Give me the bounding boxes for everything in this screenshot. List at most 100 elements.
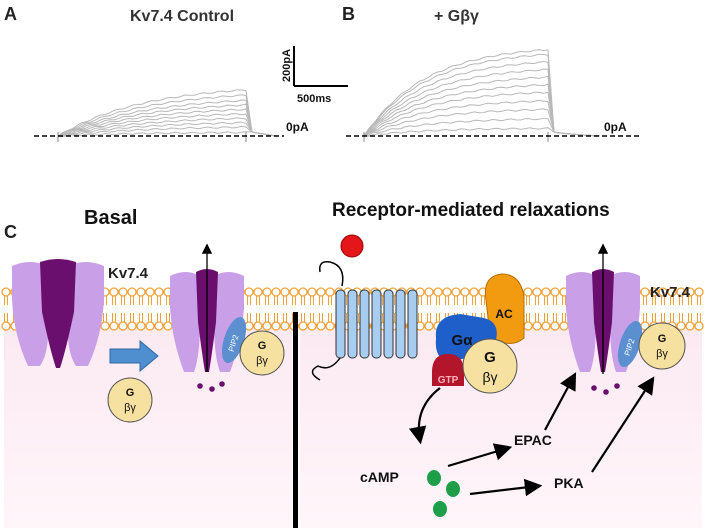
lipid-tail: [436, 296, 440, 305]
lipid-head: [145, 287, 155, 297]
lipid-head: [127, 287, 137, 297]
lipid-head: [163, 321, 173, 331]
lipid-head: [451, 287, 461, 297]
lipid-head: [262, 287, 272, 297]
lipid-head: [253, 321, 263, 331]
lipid-tail: [148, 313, 152, 322]
lipid-tail: [661, 313, 665, 322]
lipid-tail: [4, 313, 8, 322]
gbg-bound-receptor-bg: βγ: [656, 348, 668, 360]
camp-label: cAMP: [360, 469, 399, 485]
panel-b-letter: B: [342, 4, 355, 24]
lipid-head: [1, 321, 11, 331]
traces-b: [363, 49, 601, 142]
ac-label: AC: [495, 307, 513, 321]
lipid-tail: [247, 313, 251, 322]
lipid-head: [460, 287, 470, 297]
epac-label: EPAC: [514, 432, 552, 448]
lipid-head: [559, 321, 569, 331]
lipid-tail: [697, 313, 701, 322]
panel-divider: [293, 312, 298, 528]
lipid-tail: [427, 296, 431, 305]
current-trace: [57, 89, 277, 138]
lipid-tail: [535, 296, 539, 305]
lipid-head: [136, 287, 146, 297]
lipid-tail: [310, 313, 314, 322]
scale-bar: [293, 46, 348, 87]
lipid-tail: [661, 296, 665, 305]
gbg-bound-receptor-g: G: [658, 333, 667, 345]
lipid-tail: [688, 296, 692, 305]
lipid-head: [676, 321, 686, 331]
lipid-tail: [688, 313, 692, 322]
pip2-receptor: [617, 320, 643, 368]
lipid-tail: [463, 296, 467, 305]
lipid-head: [100, 321, 110, 331]
lipid-tail: [283, 296, 287, 305]
gbetagamma-bound-basal: [239, 330, 285, 376]
gtp-label: GTP: [438, 375, 459, 386]
lipid-tail: [166, 313, 170, 322]
lipid-tail: [292, 296, 296, 305]
arrow-camp-pka: [469, 478, 543, 497]
panel-a-title: Kv7.4 Control: [130, 8, 234, 25]
lipid-tail: [256, 313, 260, 322]
basal-title: Basal: [84, 207, 137, 229]
arrow-pka-kv74: [591, 376, 655, 473]
lipid-tail: [481, 296, 485, 305]
lipid-tail: [454, 296, 458, 305]
lipid-head: [649, 287, 659, 297]
lipid-tail: [121, 313, 125, 322]
lipid-tail: [418, 296, 422, 305]
lipid-tail: [670, 313, 674, 322]
lipid-head: [685, 321, 695, 331]
lipid-head: [244, 321, 254, 331]
receptor-title: Receptor-mediated relaxations: [332, 200, 610, 221]
lipid-tail: [130, 313, 134, 322]
kv74-channel-open-receptor: [566, 269, 640, 372]
lipid-head: [532, 321, 542, 331]
lipid-head: [325, 287, 335, 297]
lipid-tail: [112, 313, 116, 322]
lipid-head: [280, 321, 290, 331]
lipid-head: [676, 287, 686, 297]
gbg-bound-basal-g: G: [258, 340, 267, 352]
gpcr-receptor: [311, 260, 418, 381]
lipid-tail: [535, 313, 539, 322]
lipid-head: [694, 321, 704, 331]
lipid-head: [244, 287, 254, 297]
lipid-head: [469, 287, 479, 297]
lipid-head: [532, 287, 542, 297]
gbg-receptor-g: G: [484, 349, 496, 366]
lipid-tail: [562, 296, 566, 305]
kv74-channel-closed: [12, 259, 104, 368]
lipid-head: [154, 287, 164, 297]
scale-bar-time-label: 500ms: [297, 93, 331, 105]
zero-label-b: 0pA: [604, 120, 627, 134]
lipid-head: [442, 287, 452, 297]
lipid-tail: [319, 296, 323, 305]
kv74-label-basal: Kv7.4: [108, 265, 149, 282]
lipid-head: [109, 287, 119, 297]
gtp: [432, 354, 464, 386]
scale-bar-current-label: 200pA: [281, 49, 293, 82]
lipid-head: [118, 287, 128, 297]
lipid-tail: [301, 313, 305, 322]
lipid-tail: [310, 296, 314, 305]
lipid-tail: [283, 313, 287, 322]
lipid-tail: [4, 296, 8, 305]
k-ions-basal: [197, 381, 225, 392]
gbetagamma-bound-receptor: [638, 322, 686, 370]
lipid-head: [316, 287, 326, 297]
lipid-tail: [274, 296, 278, 305]
gbetagamma-free: [107, 377, 153, 423]
lipid-tail: [139, 296, 143, 305]
lipid-head: [550, 287, 560, 297]
gbg-receptor-bg: βγ: [482, 369, 497, 385]
traces-a: [57, 89, 277, 142]
lipid-tail: [643, 313, 647, 322]
lipid-head: [154, 321, 164, 331]
lipid-tail: [445, 296, 449, 305]
lipid-tail: [562, 313, 566, 322]
